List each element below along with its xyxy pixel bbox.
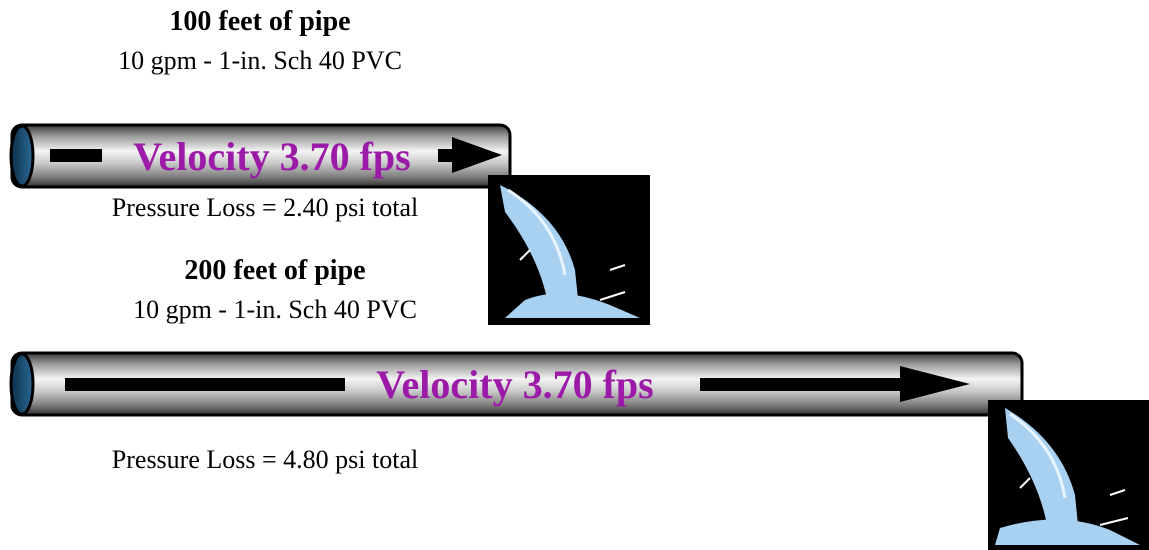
short-pipe-spec: 10 gpm - 1-in. Sch 40 PVC xyxy=(118,46,402,75)
long-arrow-tail xyxy=(65,378,345,391)
short-pipe-velocity: Velocity 3.70 fps xyxy=(133,134,410,179)
short-pipe-pressure-loss: Pressure Loss = 2.40 psi total xyxy=(111,193,419,222)
water-outflow-icon xyxy=(488,175,650,325)
long-pipe-spec: 10 gpm - 1-in. Sch 40 PVC xyxy=(133,295,417,324)
long-pipe-pressure-loss: Pressure Loss = 4.80 psi total xyxy=(111,445,419,474)
long-pipe-title: 200 feet of pipe xyxy=(184,255,366,286)
water-outflow-icon xyxy=(988,400,1149,550)
short-arrow-tail xyxy=(50,149,102,162)
long-pipe: Velocity 3.70 fps xyxy=(9,351,1024,417)
long-pipe-velocity: Velocity 3.70 fps xyxy=(376,362,653,407)
arrow-right-icon xyxy=(700,366,970,402)
arrow-right-icon xyxy=(438,137,502,173)
short-pipe: Velocity 3.70 fps xyxy=(9,123,512,189)
short-pipe-title: 100 feet of pipe xyxy=(169,6,351,37)
